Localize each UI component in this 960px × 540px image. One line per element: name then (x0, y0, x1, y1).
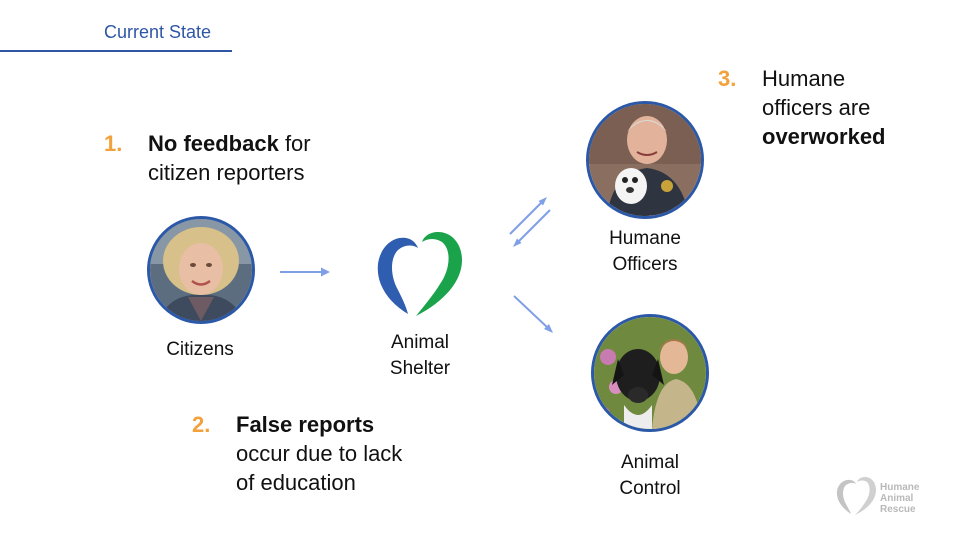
point-3: 3. Humane officers are overworked (718, 64, 938, 154)
animal-control-label-line1: Animal (620, 452, 680, 473)
point-3-text: Humane officers are overworked (762, 64, 886, 151)
humane-officers-label-line2: Officers (612, 254, 678, 275)
point-3-line2: officers are (762, 95, 871, 120)
logo-line1: Humane (880, 482, 920, 493)
citizens-label: Citizens (166, 339, 234, 360)
citizens-photo (147, 216, 255, 324)
point-2-text: False reports occur due to lack of educa… (236, 410, 402, 497)
humane-officers-label-line1: Humane (609, 228, 681, 249)
point-1-number: 1. (104, 131, 123, 156)
humane-officers-label: Humane Officers (595, 226, 695, 278)
humane-animal-rescue-logo: Humane Animal Rescue (834, 474, 934, 516)
animal-control-photo (591, 314, 709, 432)
shelter-label-line2: Shelter (389, 358, 451, 379)
point-3-number: 3. (718, 66, 737, 91)
point-1-rest: for (278, 131, 311, 156)
animal-control-label: Animal Control (600, 450, 700, 502)
point-3-bold: overworked (762, 124, 886, 149)
shelter-label-line1: Animal (390, 332, 450, 353)
point-2-number: 2. (192, 412, 211, 437)
point-1-line2: citizen reporters (148, 160, 305, 185)
arrow-officers-to-shelter (513, 209, 551, 247)
point-2-bold: False reports (236, 412, 375, 437)
point-1-bold: No feedback (148, 131, 279, 156)
arrows-shelter-officers (509, 197, 551, 247)
logo-heart-icon (836, 477, 876, 515)
logo-text: Humane Animal Rescue (880, 482, 919, 515)
shelter-heart-icon (377, 232, 462, 316)
shelter-label: Animal Shelter (370, 330, 470, 382)
point-1-text: No feedback for citizen reporters (148, 129, 311, 187)
arrow-shelter-to-control (513, 295, 553, 333)
point-1: 1. No feedback for citizen reporters (104, 129, 364, 189)
title-underline (0, 50, 232, 52)
point-2: 2. False reports occur due to lack of ed… (192, 410, 452, 500)
logo-line2: Animal (880, 493, 914, 504)
slide-title: Current State (104, 22, 212, 42)
humane-officers-photo (586, 101, 704, 219)
arrow-citizens-to-shelter (280, 267, 330, 277)
point-2-line3: of education (236, 470, 356, 495)
logo-line3: Rescue (880, 504, 916, 515)
point-2-line2: occur due to lack (236, 441, 403, 466)
arrow-shelter-to-officers (509, 197, 547, 235)
point-3-line1: Humane (762, 66, 846, 91)
animal-control-label-line2: Control (619, 478, 681, 499)
